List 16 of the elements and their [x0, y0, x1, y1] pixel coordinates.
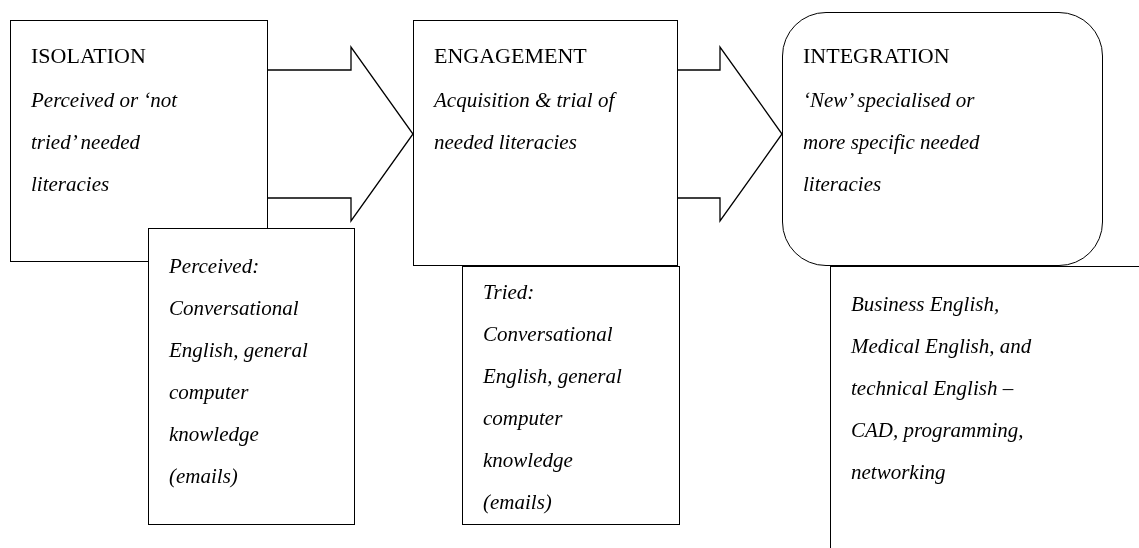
description-text: Acquisition & trial of needed literacies — [434, 87, 618, 156]
description-text: Business English, Medical English, and technical English – CAD, programming, networking — [851, 291, 1033, 486]
note-box — [830, 266, 1139, 548]
note-box — [148, 228, 355, 525]
stage-box — [782, 12, 1103, 266]
block-arrow — [677, 44, 783, 224]
description-text: Tried: Conversational English, general computer knowledge (emails) — [483, 279, 623, 516]
description-text: ‘New’ specialised or more specific needed literacies — [803, 87, 981, 198]
block-arrow — [267, 44, 414, 224]
stage-heading: ISOLATION — [31, 42, 147, 70]
stage-box — [413, 20, 678, 266]
stage-heading: ENGAGEMENT — [434, 42, 588, 70]
stage-heading: INTEGRATION — [803, 42, 951, 70]
description-text: Perceived: Conversational English, general computer knowledge (emails) — [169, 253, 309, 490]
description-text: Perceived or ‘not tried’ needed literacies — [31, 87, 179, 198]
note-box — [462, 266, 680, 525]
